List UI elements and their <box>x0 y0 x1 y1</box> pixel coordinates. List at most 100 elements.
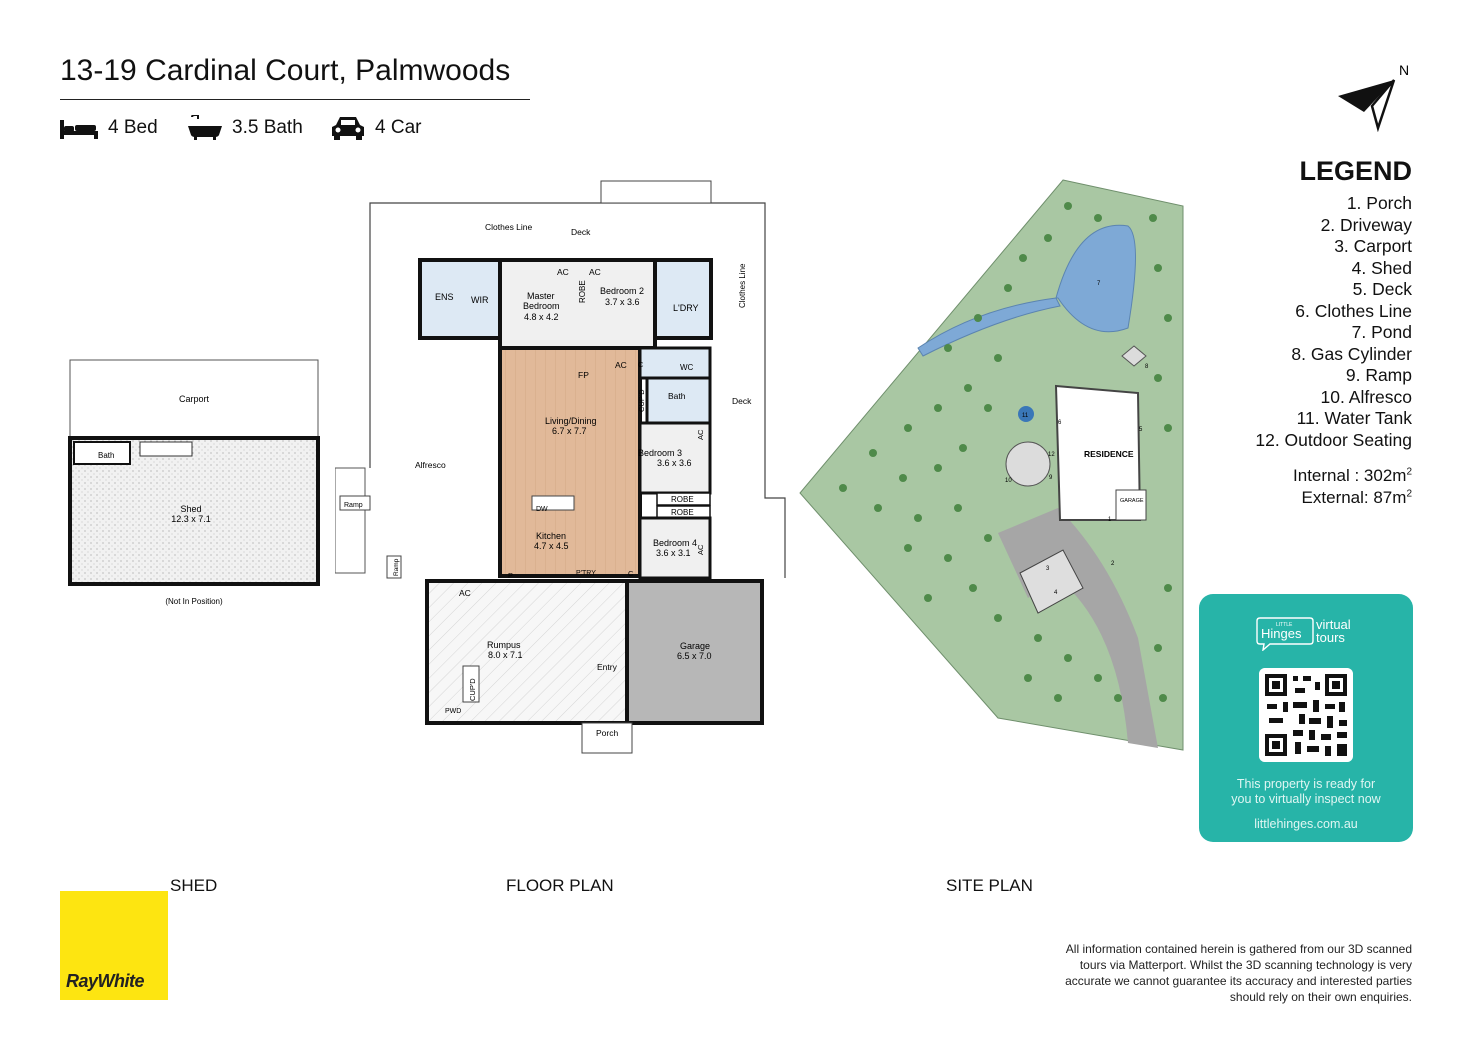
brand-virtual: virtual <box>1316 617 1351 632</box>
ac-label-5: AC <box>696 544 705 555</box>
bed2-name: Bedroom 2 <box>600 286 644 296</box>
internal-area-label: Internal : 302m <box>1293 466 1407 485</box>
cars-label: 4 Car <box>375 117 422 138</box>
car-icon <box>332 117 364 140</box>
cars-stat: 4 Car <box>331 115 421 141</box>
virtual-tour-line-1: This property is ready for <box>1236 777 1376 791</box>
baths-stat: 3.5 Bath <box>188 115 303 141</box>
bed4-dims: 3.6 x 3.1 <box>656 548 691 558</box>
alfresco-label: Alfresco <box>415 460 446 470</box>
legend-list: 1. Porch 2. Driveway 3. Carport 4. Shed … <box>1255 193 1412 451</box>
legend-item: 3. Carport <box>1334 236 1412 256</box>
deck-top-label: Deck <box>571 227 591 237</box>
residence-label: RESIDENCE <box>1084 449 1134 459</box>
site-marker: 6 <box>1058 420 1062 426</box>
internal-area-unit: 2 <box>1406 466 1412 478</box>
legend-item: 2. Driveway <box>1320 214 1412 235</box>
site-marker: 8 <box>1145 364 1149 370</box>
porch-label: Porch <box>596 728 618 738</box>
rumpus-name: Rumpus <box>487 640 521 650</box>
robe-label-2: ROBE <box>671 508 694 517</box>
rumpus-dims: 8.0 x 7.1 <box>488 650 523 660</box>
bed2-dims: 3.7 x 3.6 <box>605 297 640 307</box>
site-plan: RESIDENCE GARAGE 1 2 3 4 5 6 7 8 9 10 11… <box>799 179 1184 751</box>
little-hinges-logo-icon: LITTLE Hinges virtual tours <box>1256 617 1351 651</box>
site-marker: 9 <box>1049 475 1053 481</box>
kitchen-name: Kitchen <box>536 531 566 541</box>
c-label-2: C <box>628 569 634 578</box>
beds-stat: 4 Bed <box>60 115 158 141</box>
ac-label-6: AC <box>459 588 471 598</box>
legend-item: 9. Ramp <box>1345 365 1412 385</box>
site-plan-section-label: SITE PLAN <box>946 876 1033 895</box>
site-garage-label: GARAGE <box>1120 498 1144 504</box>
qr-code-icon[interactable] <box>1259 668 1353 762</box>
north-label: N <box>1399 62 1409 78</box>
baths-label: 3.5 Bath <box>232 117 303 138</box>
clothes-line-side-label: Clothes Line <box>738 263 747 308</box>
kitchen-dims: 4.7 x 4.5 <box>534 541 569 551</box>
living-dims: 6.7 x 7.7 <box>552 426 587 436</box>
legend-title: LEGEND <box>1299 156 1412 186</box>
garage-dims: 6.5 x 7.0 <box>677 651 712 661</box>
ac-label-2: AC <box>589 267 601 277</box>
legend-item: 8. Gas Cylinder <box>1291 343 1412 364</box>
external-area: External: 87m2 <box>1302 488 1412 508</box>
legend-item: 6. Clothes Line <box>1295 300 1412 321</box>
cupd-label-1: CUP'D <box>637 389 646 412</box>
legend-item: 11. Water Tank <box>1296 408 1412 428</box>
floor-plan: Clothes Line Deck Deck Clothes Line Alfr… <box>335 180 786 754</box>
disclaimer-text: All information contained herein is gath… <box>1065 942 1412 1004</box>
site-marker: 4 <box>1054 590 1058 596</box>
site-marker: 1 <box>1108 517 1112 523</box>
site-marker: 12 <box>1048 452 1055 458</box>
external-area-unit: 2 <box>1406 488 1412 500</box>
site-marker: 2 <box>1111 561 1115 567</box>
virtual-tour-line-2: you to virtually inspect now <box>1231 792 1381 806</box>
virtual-tour-text: This property is ready for you to virtua… <box>1199 777 1413 807</box>
page-title: 13-19 Cardinal Court, Palmwoods <box>60 54 511 87</box>
legend-item: 4. Shed <box>1351 257 1412 278</box>
wir-label: WIR <box>471 295 489 305</box>
carport-label: Carport <box>179 394 210 404</box>
ramp-label-2: Ramp <box>393 558 400 576</box>
legend-item: 12. Outdoor Seating <box>1255 429 1412 450</box>
site-trees <box>839 202 1172 702</box>
master-name-2: Bedroom <box>523 301 560 311</box>
ptry-label: P'TRY <box>576 570 596 577</box>
living-name: Living/Dining <box>545 416 597 426</box>
legend-item: 5. Deck <box>1352 279 1412 299</box>
beds-label: 4 Bed <box>108 117 158 138</box>
north-arrow-icon: N <box>1338 62 1409 132</box>
site-marker: 7 <box>1097 281 1101 287</box>
shed-plan: Carport Bath Shed 12.3 x 7.1 (Not In Pos… <box>68 359 320 606</box>
ac-label-1: AC <box>557 267 569 277</box>
shed-section-label: SHED <box>170 876 218 895</box>
master-name: Master <box>527 291 555 301</box>
ac-label-3: AC <box>615 360 627 370</box>
c-label-1: C <box>638 360 644 369</box>
bed3-dims: 3.6 x 3.6 <box>657 458 692 468</box>
shed-dims: 12.3 x 7.1 <box>171 514 211 524</box>
title-divider <box>60 99 530 100</box>
clothes-line-label: Clothes Line <box>485 222 533 232</box>
pwd-label: PWD <box>445 708 461 715</box>
site-marker: 5 <box>1139 427 1143 433</box>
bed4-name: Bedroom 4 <box>653 538 697 548</box>
shed-name: Shed <box>180 504 201 514</box>
floor-plan-section-label: FLOOR PLAN <box>506 876 614 895</box>
entry-label: Entry <box>597 662 618 672</box>
master-dims: 4.8 x 4.2 <box>524 312 559 322</box>
shed-bath-label: Bath <box>98 451 114 460</box>
bath-label: Bath <box>668 391 686 401</box>
pantry-p-label: P <box>508 571 513 580</box>
bed3-name: Bedroom 3 <box>638 448 682 458</box>
site-marker: 11 <box>1022 413 1029 419</box>
bed-icon <box>60 120 98 139</box>
external-area-label: External: 87m <box>1301 488 1407 507</box>
brand-tours: tours <box>1316 630 1345 645</box>
virtual-tour-link[interactable]: littlehinges.com.au <box>1254 817 1358 831</box>
internal-area: Internal : 302m2 <box>1293 466 1412 486</box>
bathtub-icon <box>188 115 222 140</box>
brand-name: Hinges <box>1261 626 1302 641</box>
